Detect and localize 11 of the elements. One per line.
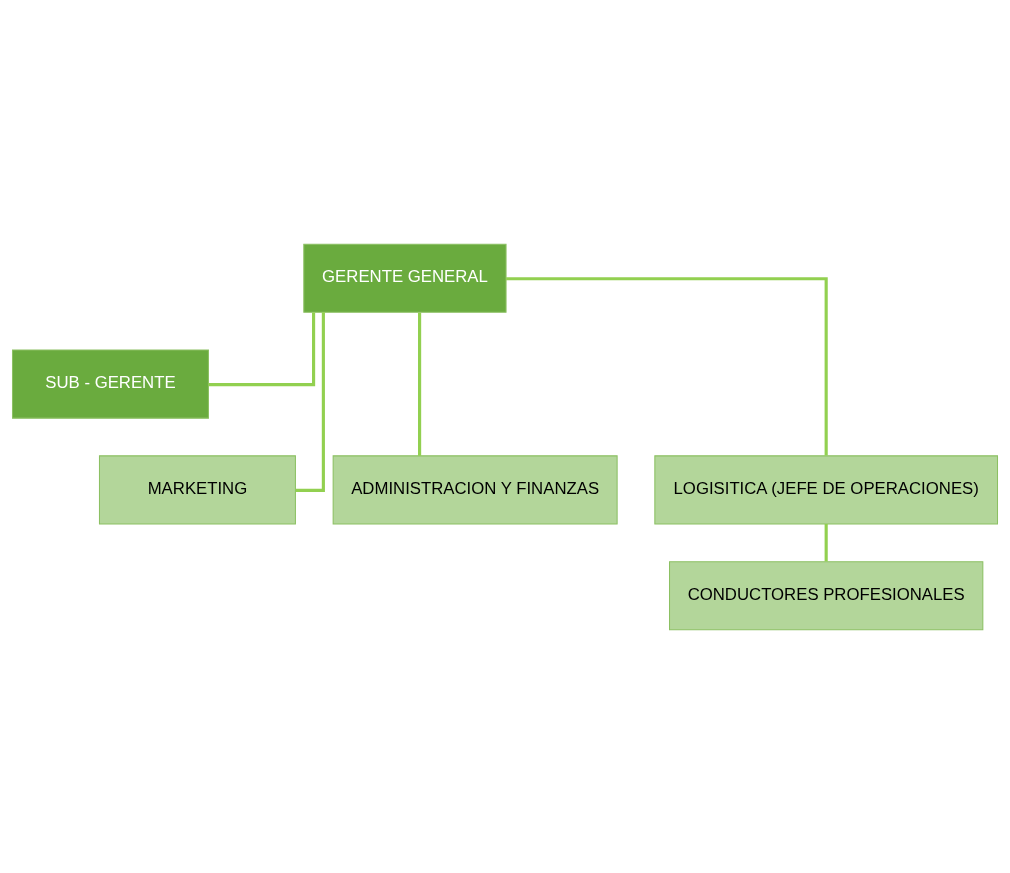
node-box: GERENTE GENERAL: [303, 243, 507, 313]
connector: [506, 276, 828, 456]
connector: [208, 312, 316, 386]
node-box: ADMINISTRACION Y FINANZAS: [332, 454, 618, 524]
connector: [295, 311, 325, 492]
node-box: SUB - GERENTE: [11, 349, 209, 419]
node-box: CONDUCTORES PROFESIONALES: [669, 560, 984, 630]
connector: [418, 312, 422, 456]
connector: [824, 523, 828, 561]
node-box: MARKETING: [98, 454, 296, 524]
node-box: LOGISITICA (JEFE DE OPERACIONES): [654, 454, 999, 524]
